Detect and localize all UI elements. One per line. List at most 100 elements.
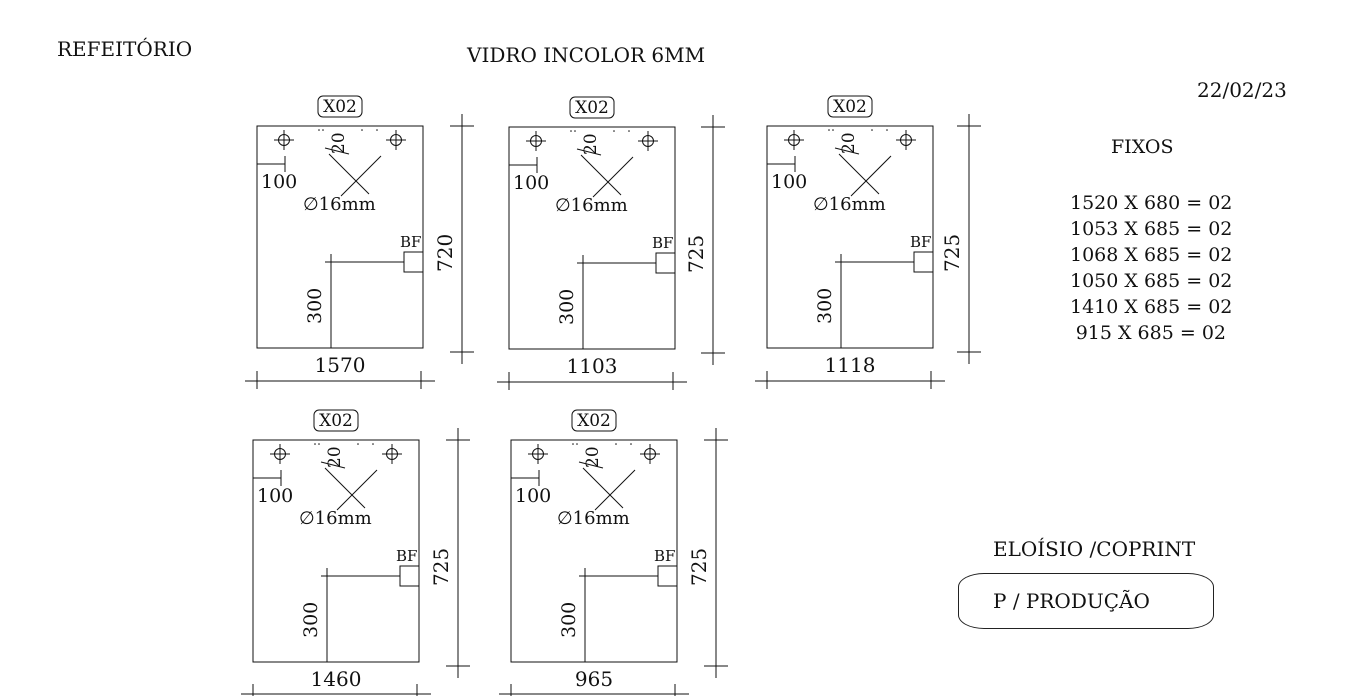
hole-marker: [526, 131, 546, 151]
bf-height-label: 300: [556, 289, 578, 325]
offset-top-label: 20: [325, 446, 345, 468]
offset-side-label: 100: [515, 485, 551, 507]
bf-height-label: 300: [558, 602, 580, 638]
offset-top-label: 20: [581, 133, 601, 155]
bf-height-label: 300: [300, 602, 322, 638]
width-label: 1570: [315, 353, 366, 377]
hole-marker: [784, 130, 804, 150]
dot-marker: [576, 443, 578, 445]
diameter-leader: [340, 155, 382, 197]
quantity-label: X02: [575, 98, 609, 118]
offset-top-label: 20: [839, 132, 859, 154]
dot-marker: [376, 129, 378, 131]
dot-marker: [314, 443, 316, 445]
bf-box: [657, 565, 678, 587]
dot-marker: [372, 443, 374, 445]
diameter-leader: [850, 155, 892, 197]
fixos-heading: FIXOS: [1111, 136, 1174, 158]
quantity-label: X02: [319, 411, 353, 431]
dot-marker: [357, 443, 359, 445]
fixo-item: 1050 X 685 = 02: [1070, 270, 1233, 292]
bf-label: BF: [910, 233, 931, 251]
height-label: 720: [433, 234, 457, 272]
fixo-item: 915 X 685 = 02: [1075, 322, 1226, 344]
fixo-item: 1410 X 685 = 02: [1070, 296, 1233, 318]
quantity-label: X02: [577, 411, 611, 431]
author-label: ELOÍSIO /COPRINT: [993, 537, 1196, 561]
panel-outline: [256, 125, 424, 349]
dot-marker: [871, 129, 873, 131]
dot-marker: [318, 443, 320, 445]
height-label: 725: [684, 235, 708, 273]
fixo-item: 1053 X 685 = 02: [1070, 218, 1233, 240]
diameter-leader: [592, 156, 634, 198]
bf-label: BF: [396, 547, 417, 565]
location-title: REFEITÓRIO: [57, 37, 193, 61]
offset-tick: [320, 461, 346, 469]
dot-marker: [630, 443, 632, 445]
width-label: 1103: [567, 354, 618, 378]
dot-marker: [613, 130, 615, 132]
hole-marker: [270, 444, 290, 464]
height-label: 725: [940, 234, 964, 272]
width-label: 965: [575, 667, 613, 691]
dot-marker: [832, 129, 834, 131]
bf-box: [399, 565, 420, 587]
dot-marker: [570, 130, 572, 132]
dot-marker: [361, 129, 363, 131]
bf-height-label: 300: [814, 288, 836, 324]
quantity-label: X02: [833, 97, 867, 117]
diameter-label: ∅16mm: [303, 194, 376, 215]
hole-marker: [896, 130, 916, 150]
offset-side-label: 100: [261, 171, 297, 193]
panel-outline: [252, 439, 420, 663]
hole-marker: [274, 130, 294, 150]
hole-marker: [528, 444, 548, 464]
diameter-leader: [324, 467, 366, 509]
diameter-leader: [336, 469, 378, 511]
bf-label: BF: [652, 234, 673, 252]
bf-box: [655, 252, 676, 274]
bf-label: BF: [654, 547, 675, 565]
bf-height-label: 300: [304, 288, 326, 324]
material-title: VIDRO INCOLOR 6MM: [467, 43, 706, 67]
diameter-leader: [328, 153, 370, 195]
offset-side-label: 100: [257, 485, 293, 507]
height-label: 725: [429, 548, 453, 586]
diameter-label: ∅16mm: [299, 508, 372, 529]
offset-top-label: 20: [583, 446, 603, 468]
drawing-date: 22/02/23: [1197, 78, 1287, 102]
offset-tick: [324, 147, 350, 155]
panel-outline: [766, 125, 934, 349]
dot-marker: [886, 129, 888, 131]
dot-marker: [574, 130, 576, 132]
bf-box: [403, 251, 424, 273]
dot-marker: [572, 443, 574, 445]
quantity-tag: [571, 409, 617, 432]
dot-marker: [322, 129, 324, 131]
diameter-label: ∅16mm: [813, 194, 886, 215]
bf-box: [913, 251, 934, 273]
offset-tick: [576, 148, 602, 156]
diameter-leader: [582, 467, 624, 509]
dot-marker: [628, 130, 630, 132]
quantity-tag: [313, 409, 359, 432]
quantity-tag: [317, 95, 363, 118]
production-stamp: P / PRODUÇÃO: [958, 573, 1214, 629]
stamp-label: P / PRODUÇÃO: [993, 589, 1150, 613]
diameter-label: ∅16mm: [555, 195, 628, 216]
dot-marker: [828, 129, 830, 131]
offset-tick: [578, 461, 604, 469]
quantity-tag: [569, 96, 615, 119]
offset-tick: [834, 147, 860, 155]
offset-side-label: 100: [771, 171, 807, 193]
diameter-label: ∅16mm: [557, 508, 630, 529]
diameter-leader: [838, 153, 880, 195]
offset-side-label: 100: [513, 172, 549, 194]
